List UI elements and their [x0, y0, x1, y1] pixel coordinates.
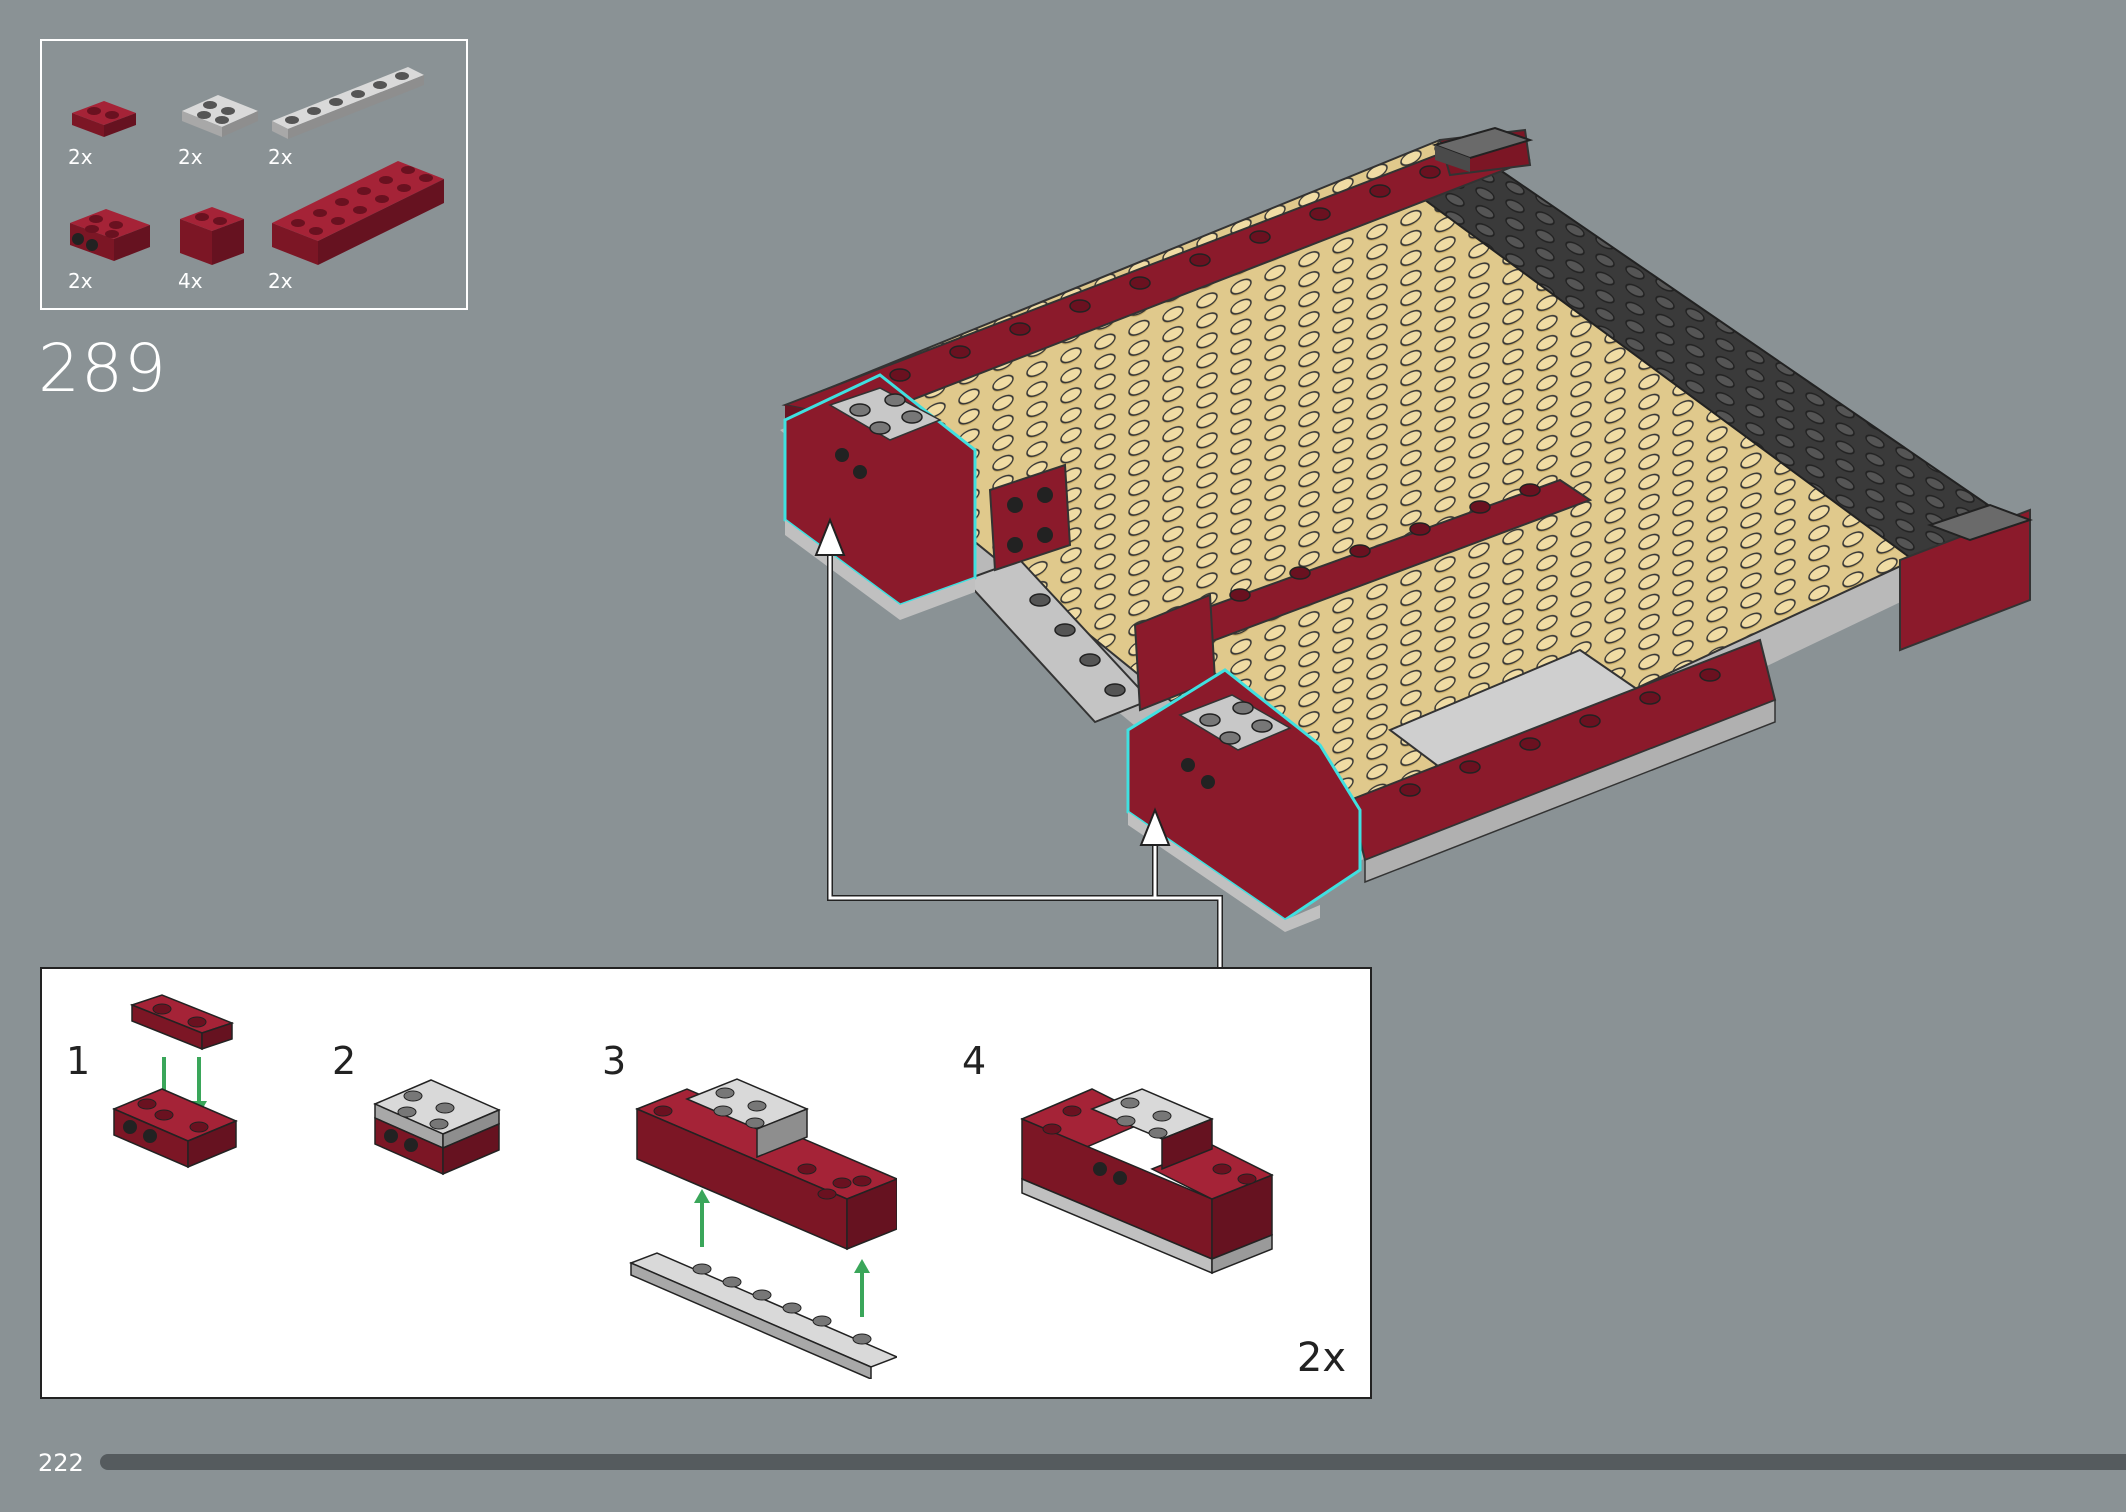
part-dark-red-brick-1x2 — [180, 207, 244, 265]
callout-multiplier: 2x — [1296, 1335, 1346, 1381]
part-qty: 2x — [68, 269, 93, 293]
step-number: 289 — [38, 330, 167, 407]
sub-assembly-callout: 1 2 3 4 — [40, 967, 1372, 1399]
page-number: 222 — [38, 1449, 84, 1477]
substep-1-illustration — [112, 994, 238, 1169]
substep-2-illustration — [373, 1079, 501, 1176]
progress-bar — [100, 1454, 2126, 1470]
substep-3-illustration — [629, 1078, 897, 1379]
part-qty: 2x — [268, 269, 293, 293]
part-qty: 2x — [268, 145, 293, 169]
substep-4-illustration — [1020, 1088, 1274, 1275]
substep-number: 4 — [962, 1039, 987, 1083]
substep-number: 2 — [332, 1039, 357, 1083]
part-qty: 4x — [178, 269, 203, 293]
part-light-gray-plate-2x2 — [182, 95, 258, 137]
substep-number: 1 — [66, 1039, 91, 1083]
new-subassembly-front — [1126, 668, 1362, 932]
part-dark-red-brick-2x2-side-studs — [70, 209, 150, 261]
parts-list-box: 2x 2x 2x 2x — [40, 39, 468, 310]
part-light-gray-plate-1x6 — [272, 67, 424, 139]
progress-bar-fill — [100, 1454, 2126, 1470]
part-qty: 2x — [68, 145, 93, 169]
part-dark-red-plate-1x2 — [72, 101, 136, 137]
substep-number: 3 — [602, 1039, 627, 1083]
part-dark-red-brick-2x6 — [272, 161, 444, 265]
part-qty: 2x — [178, 145, 203, 169]
